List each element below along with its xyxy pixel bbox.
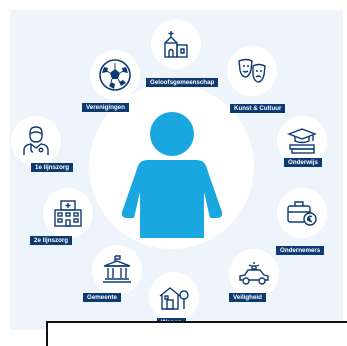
town-hall-icon (103, 255, 131, 283)
briefcase-coins-icon (287, 201, 317, 226)
label-geloofsgemeenschap: Geloofsgemeenschap (146, 78, 219, 87)
1e-lijnszorg-bubble (11, 116, 61, 166)
doctor-icon (23, 126, 49, 155)
label-kunst-cultuur: Kunst & Cultuur (230, 104, 286, 113)
hospital-icon (54, 200, 82, 227)
bottom-box (46, 321, 347, 346)
label-gemeente: Gemeente (83, 293, 121, 302)
label-veiligheid: Veiligheid (229, 293, 266, 302)
soccer-ball-icon (99, 59, 131, 91)
house-icon (159, 287, 189, 310)
person-icon (121, 112, 223, 238)
church-icon (164, 31, 188, 58)
label-2e-lijnszorg: 2e lijnszorg (30, 236, 73, 245)
wonen-bubble (149, 272, 199, 322)
theater-masks-icon (238, 58, 266, 83)
verenigingen-bubble (90, 50, 140, 100)
label-onderwijs: Onderwijs (284, 158, 322, 167)
onderwijs-bubble (277, 116, 327, 166)
label-1e-lijnszorg: 1e lijnszorg (31, 163, 74, 172)
kunst-cultuur-bubble (227, 46, 277, 96)
label-ondernemers: Ondernemers (276, 246, 325, 255)
ondernemers-bubble (277, 188, 327, 238)
graduation-books-icon (287, 128, 317, 154)
veiligheid-bubble (229, 249, 279, 299)
police-car-icon (239, 262, 269, 285)
gemeente-bubble (92, 245, 142, 295)
2e-lijnszorg-bubble (43, 188, 93, 238)
label-verenigingen: Verenigingen (82, 103, 129, 112)
geloofsgemeenschap-bubble (151, 19, 201, 69)
